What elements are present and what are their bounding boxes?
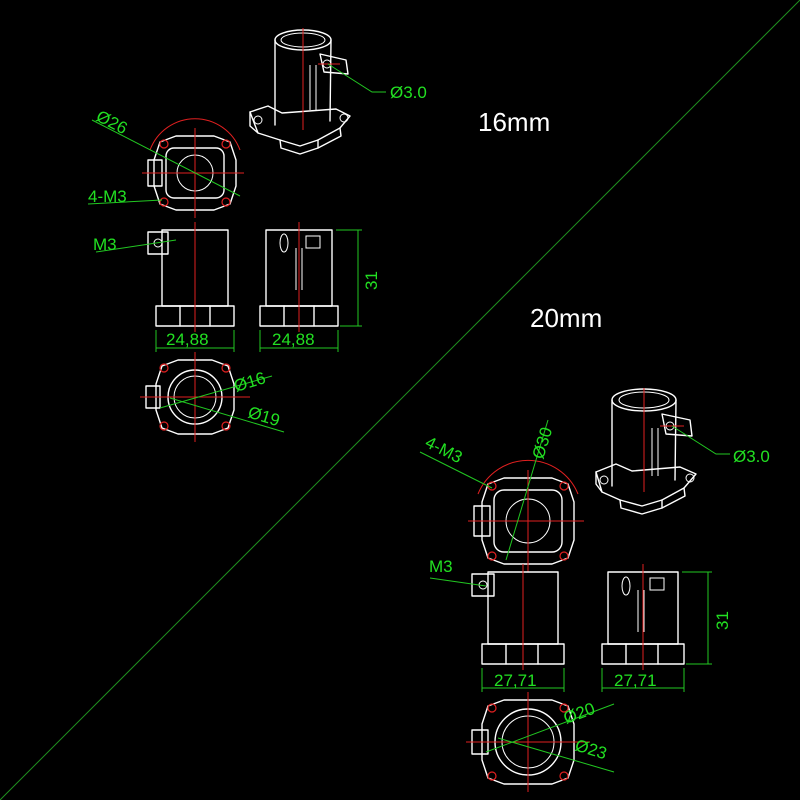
leader-holes-16 <box>87 199 163 205</box>
leader-inner-16 <box>159 375 273 409</box>
top-view-20 <box>468 459 584 572</box>
leader-inner-20 <box>485 703 615 753</box>
dim-inner-dia-20: Ø20 <box>561 699 598 728</box>
set-20mm: Ø3.0 4-M3 Ø30 M <box>419 388 770 792</box>
leader-outer-20 <box>497 737 615 773</box>
size-label-20mm: 20mm <box>530 303 602 333</box>
bottom-view-20 <box>466 692 590 792</box>
side-view-16 <box>259 222 339 332</box>
set-16mm: Ø3.0 Ø26 4-M3 M <box>87 28 427 442</box>
dim-width-side-20: 27,71 <box>614 671 657 690</box>
bottom-view-16 <box>140 352 250 442</box>
dim-screw-dia-16: Ø3.0 <box>390 83 427 102</box>
dim-clamp-screw-20: M3 <box>429 557 453 576</box>
dim-inner-dia-16: Ø16 <box>232 368 268 396</box>
dim-outer-dia-20: Ø23 <box>573 736 609 764</box>
leader-flange-16 <box>91 119 241 197</box>
leader-m3-16 <box>95 239 177 253</box>
dim-mount-holes-16: 4-M3 <box>88 187 127 206</box>
dim-height-16: 31 <box>362 271 381 290</box>
leader-m3-20 <box>429 577 487 587</box>
size-label-16mm: 16mm <box>478 107 550 137</box>
leader-holes-20 <box>419 451 493 489</box>
dim-screw-dia-20: Ø3.0 <box>733 447 770 466</box>
dim-width-front-16: 24,88 <box>166 330 209 349</box>
front-view-16 <box>147 222 235 332</box>
dim-height-20: 31 <box>713 611 732 630</box>
leader-outer-16 <box>169 397 285 433</box>
dim-outer-dia-16: Ø19 <box>246 403 282 431</box>
front-view-20 <box>471 564 565 670</box>
side-view-20 <box>601 564 685 670</box>
leader-screw-16 <box>327 63 386 93</box>
leader-screw-20 <box>671 425 730 455</box>
dim-clamp-screw-16: M3 <box>93 235 117 254</box>
dim-width-side-16: 24,88 <box>272 330 315 349</box>
iso-view-16 <box>249 28 351 155</box>
dim-flange-dia-16: Ø26 <box>93 107 130 139</box>
dim-width-front-20: 27,71 <box>494 671 537 690</box>
dim-flange-dia-20: Ø30 <box>529 425 557 461</box>
dim-mount-holes-20: 4-M3 <box>422 433 465 468</box>
leader-flange-20 <box>505 419 549 561</box>
top-view-16 <box>142 118 244 218</box>
iso-view-20 <box>595 388 697 515</box>
